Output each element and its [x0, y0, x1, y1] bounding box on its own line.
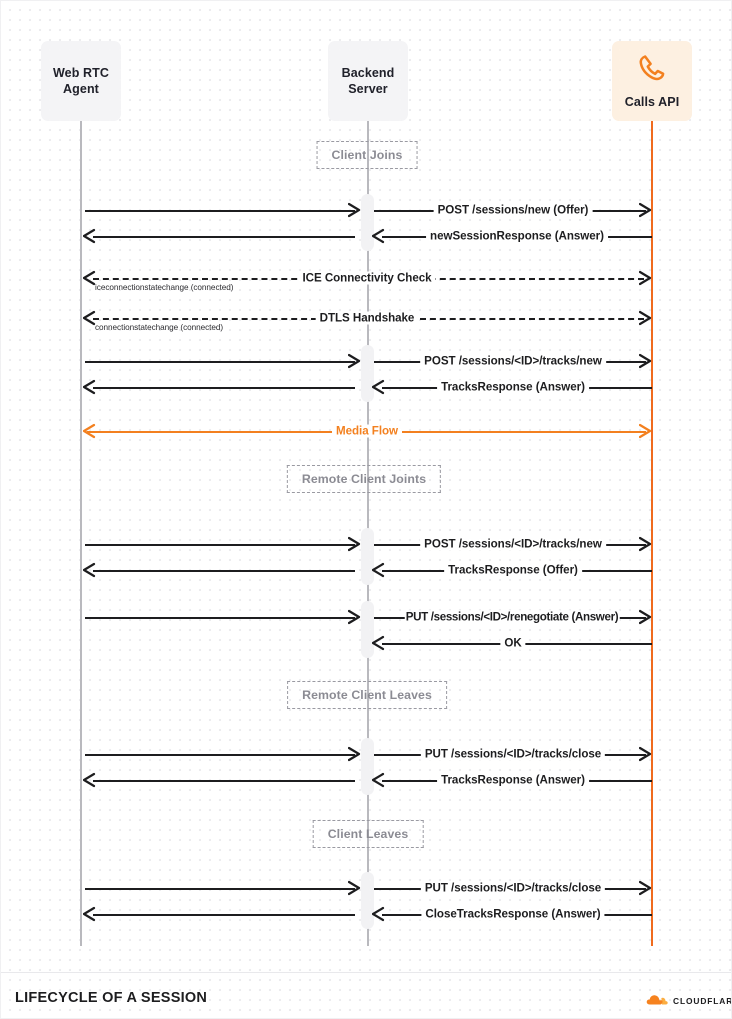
- message-sublabel: connectionstatechange (connected): [95, 323, 224, 332]
- message-label: TracksResponse (Answer): [437, 773, 589, 787]
- arrow-line-left-segment: [93, 780, 355, 782]
- arrow-line-left-segment: [85, 361, 355, 363]
- message-label: Media Flow: [332, 424, 402, 438]
- page-title: LIFECYCLE OF A SESSION: [15, 990, 208, 1006]
- section-label-remote-client-leaves: Remote Client Leaves: [287, 681, 447, 709]
- message-label: DTLS Handshake: [315, 311, 419, 325]
- arrow-line-left-segment: [85, 888, 355, 890]
- message-label: newSessionResponse (Answer): [426, 229, 608, 243]
- cloudflare-cloud-icon: [646, 992, 668, 1010]
- lifeline-calls-api: [651, 121, 653, 946]
- message-label: POST /sessions/<ID>/tracks/new: [420, 354, 606, 368]
- activation-bar: [361, 194, 374, 251]
- participant-calls-api-label: Calls API: [625, 94, 680, 110]
- cloudflare-logo: CLOUDFLARE: [646, 992, 731, 1010]
- activation-bar: [361, 738, 374, 795]
- participant-label-line1: Backend: [341, 66, 395, 80]
- participant-label-line2: Server: [348, 82, 388, 96]
- phone-icon: [635, 53, 669, 88]
- participant-label-line1: Calls API: [624, 94, 680, 109]
- participant-backend-server-label: Backend Server: [342, 65, 395, 97]
- arrow-line-left-segment: [93, 387, 355, 389]
- message-label: POST /sessions/new (Offer): [433, 203, 593, 217]
- message-label: PUT /sessions/<ID>/tracks/close: [420, 881, 606, 895]
- message-sublabel: iceconnectionstatechange (connected): [95, 283, 234, 292]
- activation-bar: [361, 601, 374, 658]
- participant-label-line2: Agent: [63, 82, 99, 96]
- activation-bar: [361, 528, 374, 585]
- participant-webrtc-agent[interactable]: Web RTC Agent: [41, 41, 121, 121]
- participant-calls-api[interactable]: Calls API: [612, 41, 692, 121]
- message-label: TracksResponse (Answer): [437, 380, 589, 394]
- arrow-line-left-segment: [85, 617, 355, 619]
- message-label: CloseTracksResponse (Answer): [421, 907, 605, 921]
- message-label: PUT /sessions/<ID>/renegotiate (Answer): [404, 610, 620, 624]
- message-label: POST /sessions/<ID>/tracks/new: [420, 537, 606, 551]
- message-label: ICE Connectivity Check: [298, 271, 436, 285]
- arrow-line-left-segment: [93, 914, 355, 916]
- message-label: TracksResponse (Offer): [444, 563, 582, 577]
- message-label: OK: [500, 636, 526, 650]
- cloudflare-wordmark: CLOUDFLARE: [673, 996, 731, 1006]
- lifeline-webrtc-agent: [80, 121, 82, 946]
- arrow-line-left-segment: [93, 570, 355, 572]
- message-label: PUT /sessions/<ID>/tracks/close: [420, 747, 606, 761]
- footer-divider: [1, 972, 731, 973]
- section-label-client-joins: Client Joins: [316, 141, 418, 169]
- arrow-line-left-segment: [93, 236, 355, 238]
- participant-webrtc-agent-label: Web RTC Agent: [53, 65, 109, 97]
- section-label-remote-client-joints: Remote Client Joints: [286, 465, 442, 493]
- arrow-line-left-segment: [85, 754, 355, 756]
- arrow-line-left-segment: [85, 544, 355, 546]
- activation-bar: [361, 872, 374, 929]
- participant-label-line1: Web RTC: [52, 66, 110, 80]
- participant-backend-server[interactable]: Backend Server: [328, 41, 408, 121]
- activation-bar: [361, 345, 374, 402]
- arrow-line-left-segment: [85, 210, 355, 212]
- section-label-client-leaves: Client Leaves: [312, 820, 424, 848]
